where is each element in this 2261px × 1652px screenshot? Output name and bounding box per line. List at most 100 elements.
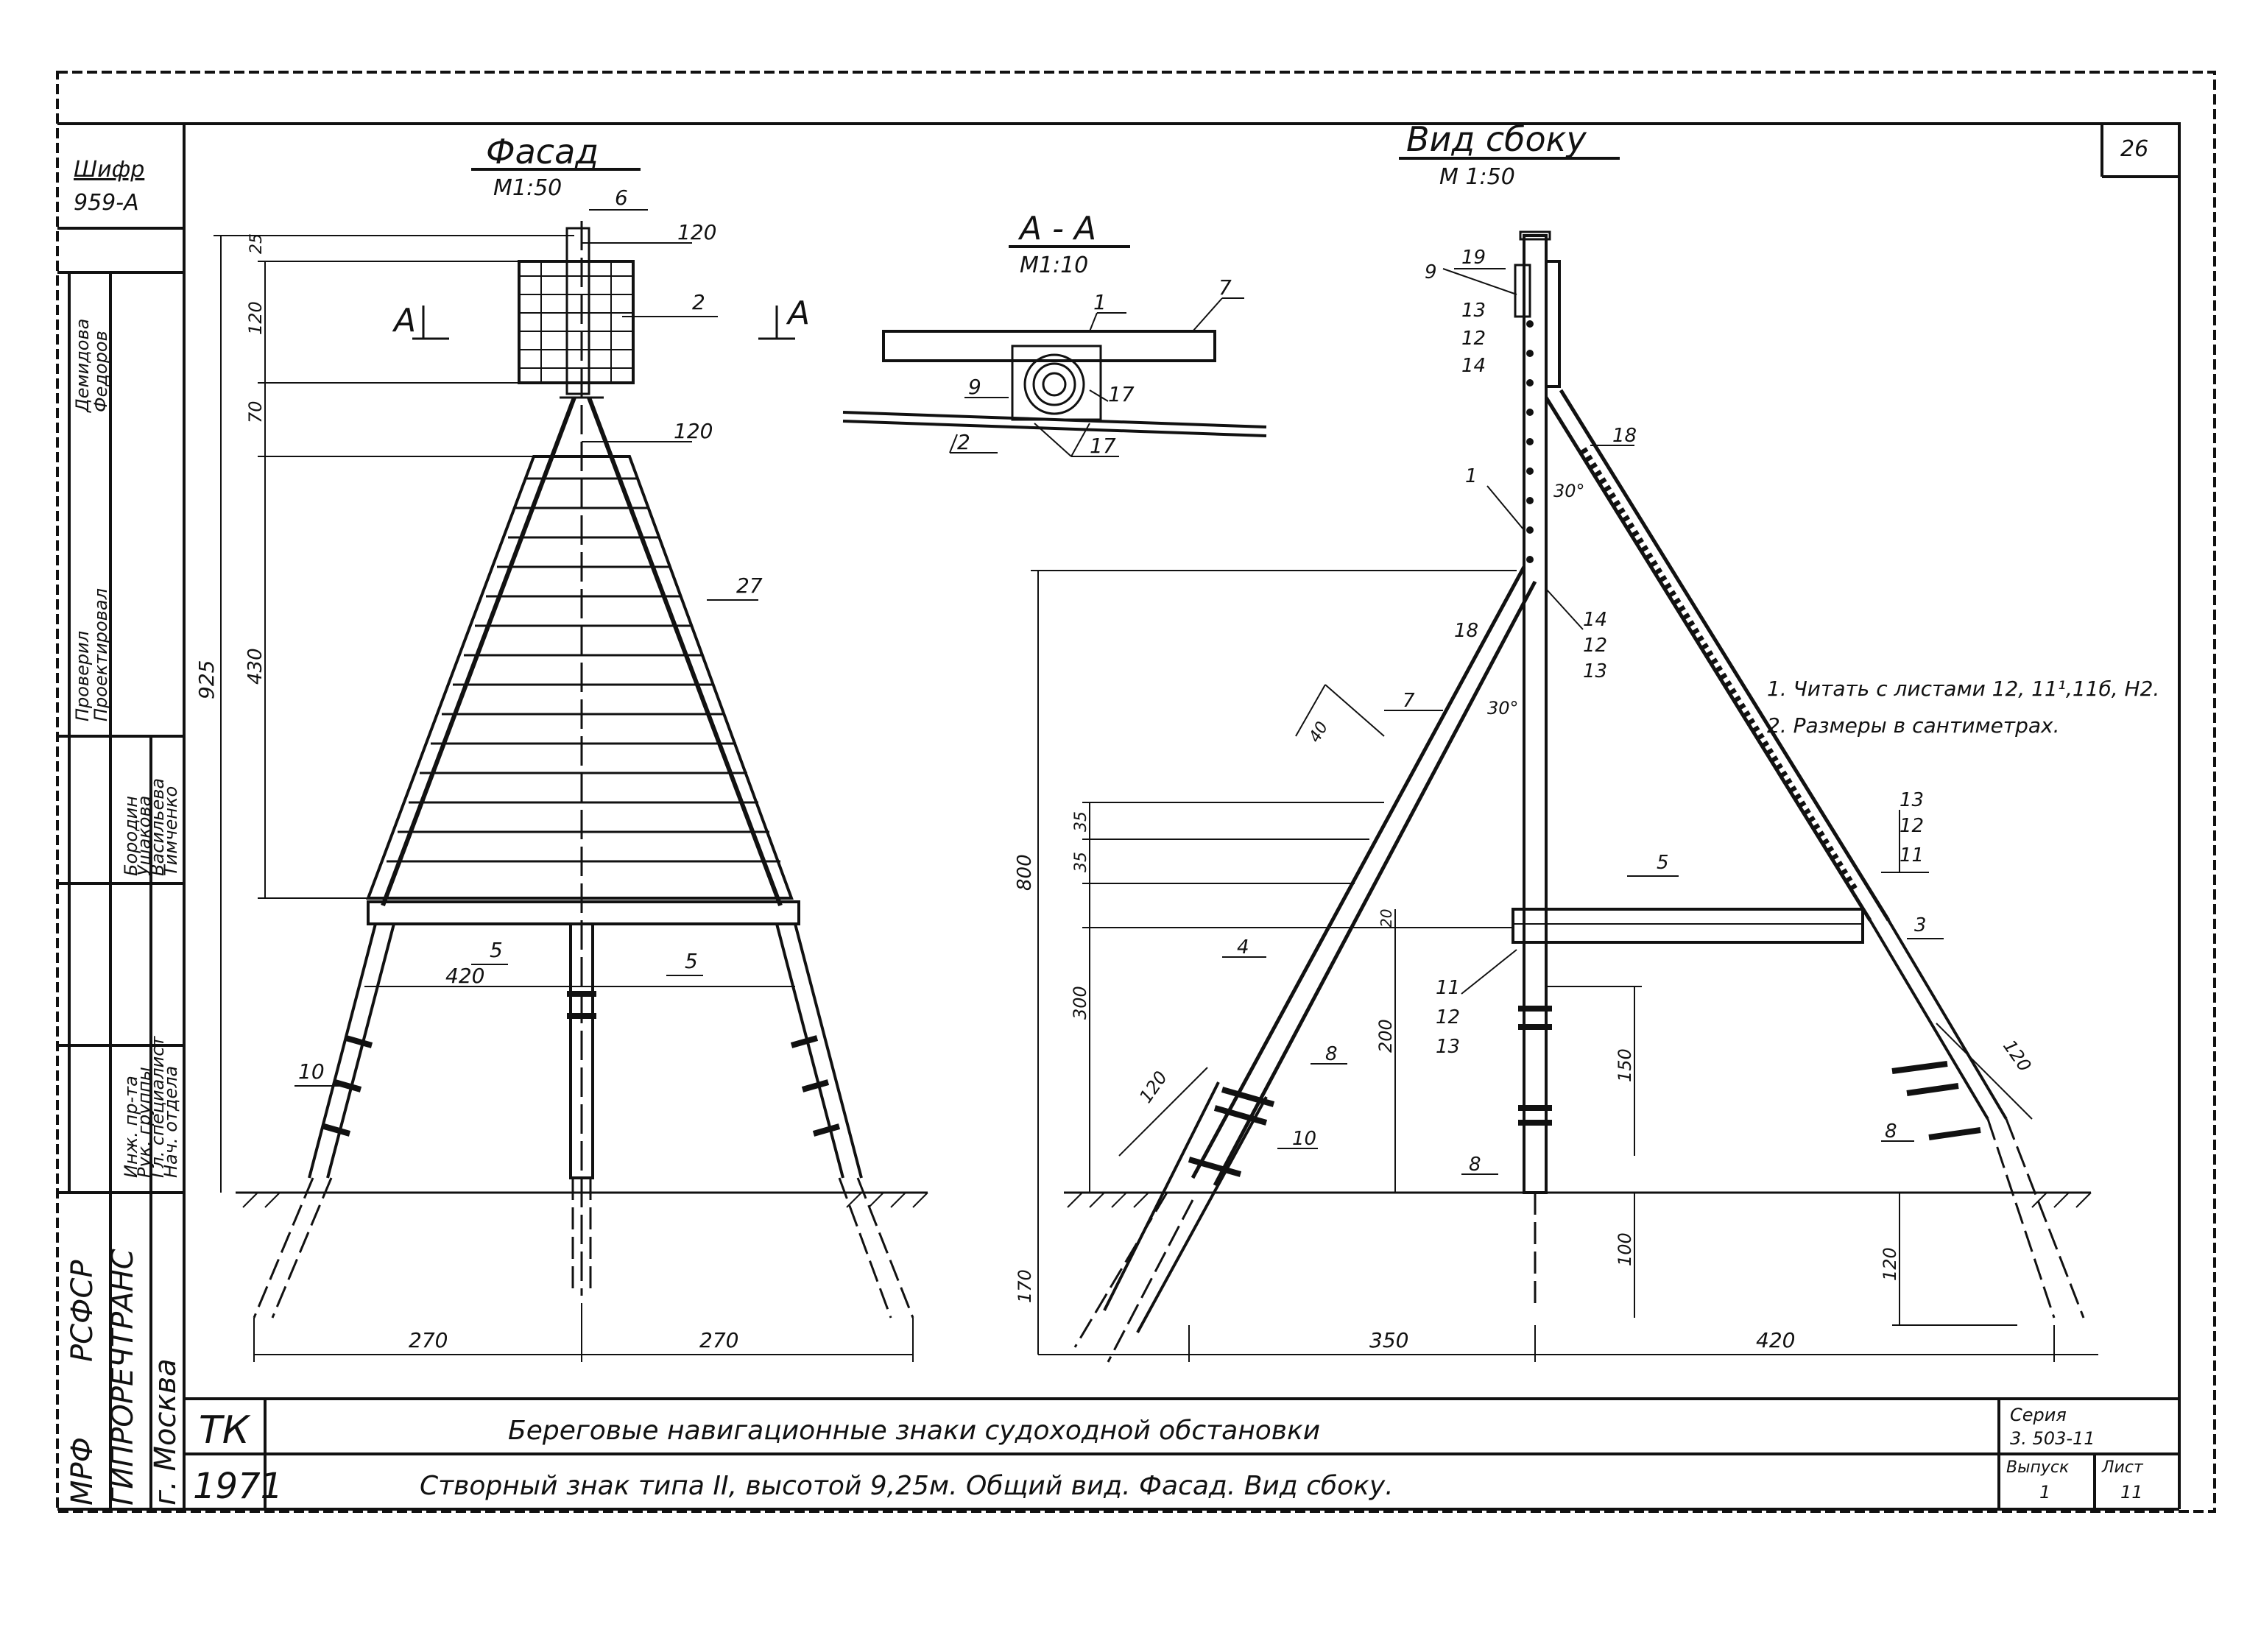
stamp-role-6: Проектировал bbox=[91, 588, 111, 721]
side-callout-10: 10 bbox=[1292, 1128, 1316, 1150]
dim-120-ground: 120 bbox=[1880, 1247, 1900, 1281]
side-callout-13d: 13 bbox=[1436, 1036, 1460, 1058]
series-value: 3. 503-11 bbox=[2010, 1428, 2095, 1449]
dim-120-shield: 120 bbox=[245, 301, 266, 335]
side-scale: М 1:50 bbox=[1439, 164, 1515, 190]
dim-800: 800 bbox=[1014, 854, 1036, 891]
facade-scale: М1:50 bbox=[493, 175, 562, 201]
angle-30-mid: 30° bbox=[1487, 698, 1519, 719]
side-callout-13b: 13 bbox=[1583, 660, 1607, 682]
side-callout-19: 19 bbox=[1461, 247, 1486, 269]
stamp-name-3: Ушакова bbox=[134, 796, 155, 876]
side-callout-5: 5 bbox=[1657, 852, 1669, 874]
dim-925: 925 bbox=[194, 660, 219, 699]
side-callout-8a: 8 bbox=[1325, 1043, 1338, 1065]
cut-mark-right: А bbox=[786, 294, 810, 332]
sheet-number: 26 bbox=[2120, 136, 2148, 162]
callout-27: 27 bbox=[736, 573, 763, 598]
side-callout-14b: 14 bbox=[1583, 609, 1607, 631]
side-callout-8b: 8 bbox=[1469, 1154, 1481, 1176]
code-cell: ТК bbox=[199, 1408, 251, 1452]
year-cell: 1971 bbox=[193, 1466, 283, 1507]
side-callout-3: 3 bbox=[1914, 914, 1927, 936]
side-callout-13c: 13 bbox=[1900, 789, 1924, 811]
callout-5a: 5 bbox=[490, 938, 503, 962]
dim-20: 20 bbox=[1378, 909, 1395, 928]
angle-30-top: 30° bbox=[1553, 481, 1585, 501]
note-2: 2. Размеры в сантиметрах. bbox=[1767, 713, 2060, 738]
dim-300: 300 bbox=[1070, 986, 1090, 1020]
section-callout-7: 7 bbox=[1218, 275, 1232, 300]
section-title: А - А bbox=[1017, 210, 1096, 247]
dim-120-right: 120 bbox=[1999, 1036, 2035, 1076]
side-callout-12b: 12 bbox=[1583, 635, 1607, 657]
dim-40: 40 bbox=[1306, 719, 1333, 746]
facade-title: Фасад bbox=[486, 132, 599, 172]
institute-stamp: МРФ РСФСР ГИПРОРЕЧТРАНС г. Москва bbox=[66, 1249, 183, 1505]
side-callout-4: 4 bbox=[1237, 936, 1249, 959]
dim-270-right: 270 bbox=[699, 1328, 738, 1352]
stamp-role-4: Инж. пр-та bbox=[121, 1076, 141, 1178]
dim-270-left: 270 bbox=[409, 1328, 448, 1352]
section-callout-1: 1 bbox=[1093, 290, 1107, 314]
side-view: Вид сбоку М 1:50 bbox=[1014, 119, 2098, 1363]
side-callout-14a: 14 bbox=[1461, 355, 1486, 377]
stamp-name-4: Бородин bbox=[121, 796, 141, 876]
title-line-1: Береговые навигационные знаки судоходной… bbox=[508, 1416, 1320, 1446]
side-title: Вид сбоку bbox=[1406, 119, 1587, 159]
approval-stamp: Нач. отдела Гл. специалист Рук. группы И… bbox=[72, 319, 181, 1178]
callout-2: 2 bbox=[692, 290, 705, 314]
title-line-2: Створный знак типа II, высотой 9,25м. Об… bbox=[420, 1471, 1394, 1501]
callout-10: 10 bbox=[298, 1059, 325, 1084]
list-label: Лист bbox=[2101, 1458, 2144, 1477]
dim-100: 100 bbox=[1615, 1232, 1635, 1266]
note-1: 1. Читать с листами 12, 11¹,11б, Н2. bbox=[1767, 677, 2159, 701]
dim-150: 150 bbox=[1615, 1048, 1635, 1082]
side-callout-18a: 18 bbox=[1612, 425, 1637, 447]
stamp-name-2: Васильева bbox=[147, 778, 168, 876]
section-view: А - А М1:10 1 7 9 17 2 17 bbox=[842, 210, 1267, 458]
dim-170: 170 bbox=[1015, 1269, 1035, 1303]
side-callout-12c: 12 bbox=[1900, 815, 1924, 837]
dim-70: 70 bbox=[245, 400, 266, 423]
dim-120-left: 120 bbox=[1135, 1067, 1171, 1107]
section-callout-17b: 17 bbox=[1090, 434, 1116, 458]
side-callout-13a: 13 bbox=[1461, 300, 1486, 322]
org-right: РСФСР bbox=[66, 1260, 99, 1362]
dim-35b: 35 bbox=[1072, 852, 1090, 872]
institute-name: ГИПРОРЕЧТРАНС bbox=[106, 1249, 140, 1505]
cut-mark-left: А bbox=[392, 302, 416, 339]
side-callout-7: 7 bbox=[1403, 690, 1415, 712]
dim-350: 350 bbox=[1369, 1328, 1408, 1352]
cipher-value: 959-А bbox=[74, 190, 139, 216]
stamp-role-5: Проверил bbox=[72, 631, 93, 721]
side-callout-1: 1 bbox=[1465, 465, 1478, 487]
issue-label: Выпуск bbox=[2006, 1458, 2070, 1477]
facade-view: Фасад М1:50 bbox=[194, 132, 928, 1362]
side-callout-8c: 8 bbox=[1885, 1120, 1897, 1143]
list-value: 11 bbox=[2120, 1482, 2143, 1503]
dim-35a: 35 bbox=[1072, 811, 1090, 832]
stamp-name-1: Тимченко bbox=[161, 786, 181, 876]
side-callout-9: 9 bbox=[1425, 261, 1437, 283]
side-callout-18b: 18 bbox=[1454, 620, 1478, 642]
issue-value: 1 bbox=[2039, 1482, 2050, 1503]
dim-top-120: 120 bbox=[677, 220, 716, 244]
dim-mid-120: 120 bbox=[674, 419, 713, 443]
dim-25: 25 bbox=[247, 233, 266, 254]
side-callout-11b: 11 bbox=[1436, 977, 1460, 999]
section-callout-9: 9 bbox=[968, 375, 981, 399]
side-callout-11a: 11 bbox=[1900, 844, 1924, 866]
stamp-name-6: Федоров bbox=[91, 331, 111, 412]
section-callout-2: 2 bbox=[957, 430, 970, 454]
callout-6: 6 bbox=[615, 186, 628, 210]
dim-430: 430 bbox=[244, 648, 267, 685]
section-scale: М1:10 bbox=[1020, 253, 1088, 278]
dim-200: 200 bbox=[1375, 1019, 1396, 1053]
cipher-label: Шифр bbox=[74, 157, 144, 183]
stamp-name-5: Демидова bbox=[72, 319, 93, 413]
callout-5b: 5 bbox=[685, 949, 698, 973]
dim-420: 420 bbox=[445, 964, 484, 988]
sheet-frame bbox=[56, 71, 2216, 1513]
